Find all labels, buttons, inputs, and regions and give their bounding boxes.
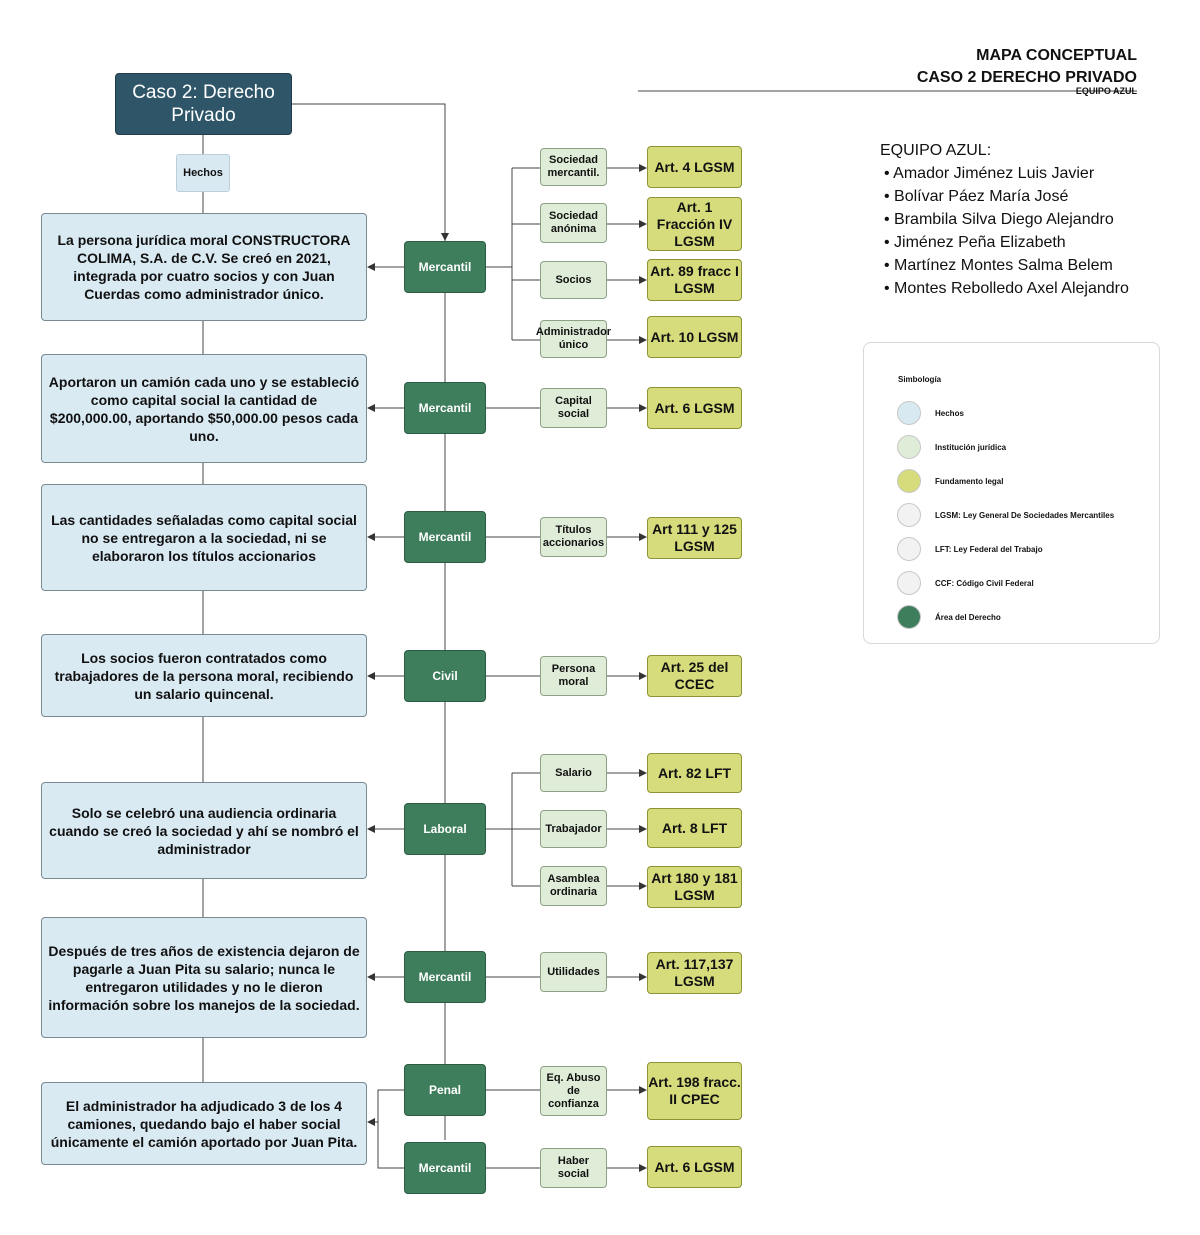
hechos-tag: Hechos [176, 154, 230, 192]
institution-node: Sociedad mercantil. [540, 148, 607, 186]
institution-node: Administrador único [536, 320, 611, 358]
fact-box-1: La persona jurídica moral CONSTRUCTORA C… [41, 213, 367, 321]
law-node: Art. 117,137 LGSM [647, 952, 742, 994]
law-node: Art. 6 LGSM [647, 1146, 742, 1188]
law-node: Art. 25 del CCEC [647, 655, 742, 697]
law-node: Art 180 y 181 LGSM [647, 866, 742, 908]
team-member: Montes Rebolledo Axel Alejandro [884, 277, 1129, 300]
area-node-penal: Penal [404, 1064, 486, 1116]
map-subtitle: CASO 2 DERECHO PRIVADO [916, 69, 1137, 86]
law-node: Art. 82 LFT [647, 753, 742, 793]
area-node-mercantil: Mercantil [404, 1142, 486, 1194]
area-node-mercantil: Mercantil [404, 511, 486, 563]
law-node: Art. 89 fracc I LGSM [647, 259, 742, 301]
team-member: Amador Jiménez Luis Javier [884, 162, 1129, 185]
institution-node: Salario [540, 754, 607, 792]
legend-swatch [897, 435, 921, 459]
law-node: Art. 10 LGSM [647, 316, 742, 358]
legend-item: LFT: Ley Federal del Trabajo [897, 535, 1043, 563]
law-node: Art. 4 LGSM [647, 146, 742, 188]
team-member: Bolívar Páez María José [884, 185, 1129, 208]
team-title: EQUIPO AZUL: [880, 142, 992, 159]
area-node-mercantil: Mercantil [404, 382, 486, 434]
legend-item: Hechos [897, 399, 964, 427]
institution-node: Persona moral [540, 656, 607, 696]
legend-swatch [897, 605, 921, 629]
team-member-list: Amador Jiménez Luis Javier Bolívar Páez … [884, 162, 1129, 300]
fact-box-4: Los socios fueron contratados como traba… [41, 634, 367, 717]
legend-title: Simbología [898, 375, 942, 384]
institution-node: Sociedad anónima [540, 203, 607, 243]
legend-item: LGSM: Ley General De Sociedades Mercanti… [897, 501, 1114, 529]
area-node-mercantil: Mercantil [404, 241, 486, 293]
legend-item: CCF: Código Civil Federal [897, 569, 1034, 597]
team-member: Martínez Montes Salma Belem [884, 254, 1129, 277]
law-node: Art. 198 fracc. II CPEC [647, 1062, 742, 1120]
team-member: Brambila Silva Diego Alejandro [884, 208, 1129, 231]
fact-box-2: Aportaron un camión cada uno y se establ… [41, 354, 367, 463]
map-title: MAPA CONCEPTUAL [976, 47, 1137, 64]
main-node: Caso 2: Derecho Privado [115, 73, 292, 135]
team-member: Jiménez Peña Elizabeth [884, 231, 1129, 254]
legend-swatch [897, 571, 921, 595]
law-node: Art. 1 Fracción IV LGSM [647, 197, 742, 251]
area-node-laboral: Laboral [404, 803, 486, 855]
law-node: Art 111 y 125 LGSM [647, 517, 742, 559]
institution-node: Socios [540, 261, 607, 299]
institution-node: Utilidades [540, 952, 607, 992]
institution-node: Asamblea ordinaria [540, 866, 607, 906]
area-node-civil: Civil [404, 650, 486, 702]
institution-node: Trabajador [540, 810, 607, 848]
fact-box-7: El administrador ha adjudicado 3 de los … [41, 1082, 367, 1165]
institution-node: Capital social [540, 388, 607, 428]
institution-node: Eq. Abuso de confianza [540, 1066, 607, 1116]
legend-item: Fundamento legal [897, 467, 1003, 495]
fact-box-5: Solo se celebró una audiencia ordinaria … [41, 782, 367, 879]
institution-node: Haber social [540, 1148, 607, 1188]
fact-box-3: Las cantidades señaladas como capital so… [41, 484, 367, 591]
legend-swatch [897, 503, 921, 527]
legend-swatch [897, 401, 921, 425]
area-node-mercantil: Mercantil [404, 951, 486, 1003]
law-node: Art. 8 LFT [647, 808, 742, 848]
law-node: Art. 6 LGSM [647, 387, 742, 429]
legend-panel: Simbología Hechos Institución jurídica F… [863, 342, 1160, 644]
institution-node: Títulos accionarios [540, 517, 607, 557]
legend-item: Área del Derecho [897, 603, 1001, 631]
fact-box-6: Después de tres años de existencia dejar… [41, 917, 367, 1038]
legend-swatch [897, 469, 921, 493]
legend-item: Institución jurídica [897, 433, 1006, 461]
team-label-small: EQUIPO AZUL [1075, 86, 1137, 96]
legend-swatch [897, 537, 921, 561]
